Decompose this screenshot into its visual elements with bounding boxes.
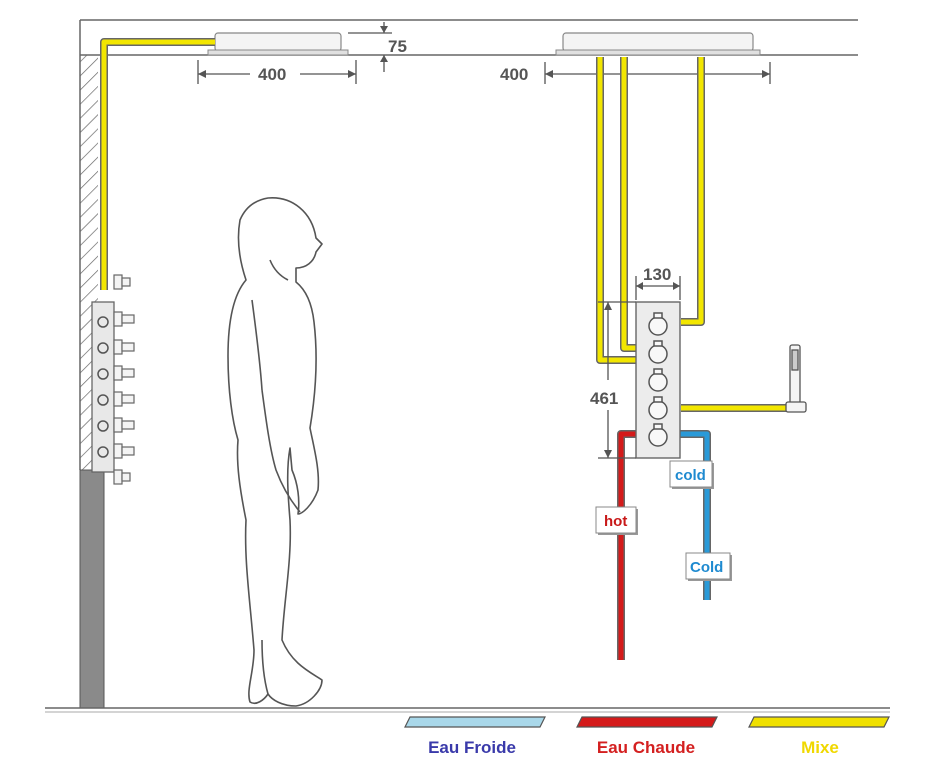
ceiling-gap-label: 75 xyxy=(388,37,407,56)
dimension-right-shower xyxy=(544,62,771,84)
right-shower-width-label: 400 xyxy=(500,65,528,84)
left-mixed-pipe xyxy=(100,38,215,290)
hot-tag-label: hot xyxy=(604,513,627,530)
valve-width-label: 130 xyxy=(643,265,671,284)
panel-knobs xyxy=(113,274,135,485)
legend-label-mixed: Mixe xyxy=(801,738,839,757)
hot-tag: hot xyxy=(595,506,638,535)
cold-tag-large: Cold xyxy=(685,552,732,581)
thermostatic-valve xyxy=(635,301,681,459)
valve-height-label: 461 xyxy=(590,389,618,408)
dimension-valve-height xyxy=(598,301,636,459)
legend-swatches xyxy=(404,716,890,728)
valve-knobs xyxy=(648,312,668,447)
dimension-valve-width xyxy=(635,276,681,300)
cold-water-pipe xyxy=(676,430,711,600)
human-figure-icon xyxy=(227,197,323,707)
legend-swatch-cold xyxy=(404,716,546,728)
hot-water-pipe xyxy=(617,430,641,660)
legend-swatch-hot xyxy=(576,716,718,728)
cold-tag-small: cold xyxy=(669,460,714,489)
left-rain-shower-head xyxy=(207,32,349,56)
panel-jets xyxy=(97,316,109,458)
right-mixed-pipes xyxy=(596,57,792,412)
cold-tag-small-label: cold xyxy=(675,467,706,484)
dimension-ceiling-gap xyxy=(348,22,392,72)
dimension-left-shower xyxy=(197,60,357,84)
legend-swatch-mixed xyxy=(748,716,890,728)
cold-tag-large-label: Cold xyxy=(690,559,723,576)
left-shower-panel xyxy=(91,274,135,485)
legend-label-hot: Eau Chaude xyxy=(596,738,696,757)
hand-shower xyxy=(785,344,807,413)
right-rain-shower-head xyxy=(555,32,761,56)
left-shower-width-label: 400 xyxy=(258,65,286,84)
legend-label-cold: Eau Froide xyxy=(428,738,516,757)
floor xyxy=(45,707,890,713)
